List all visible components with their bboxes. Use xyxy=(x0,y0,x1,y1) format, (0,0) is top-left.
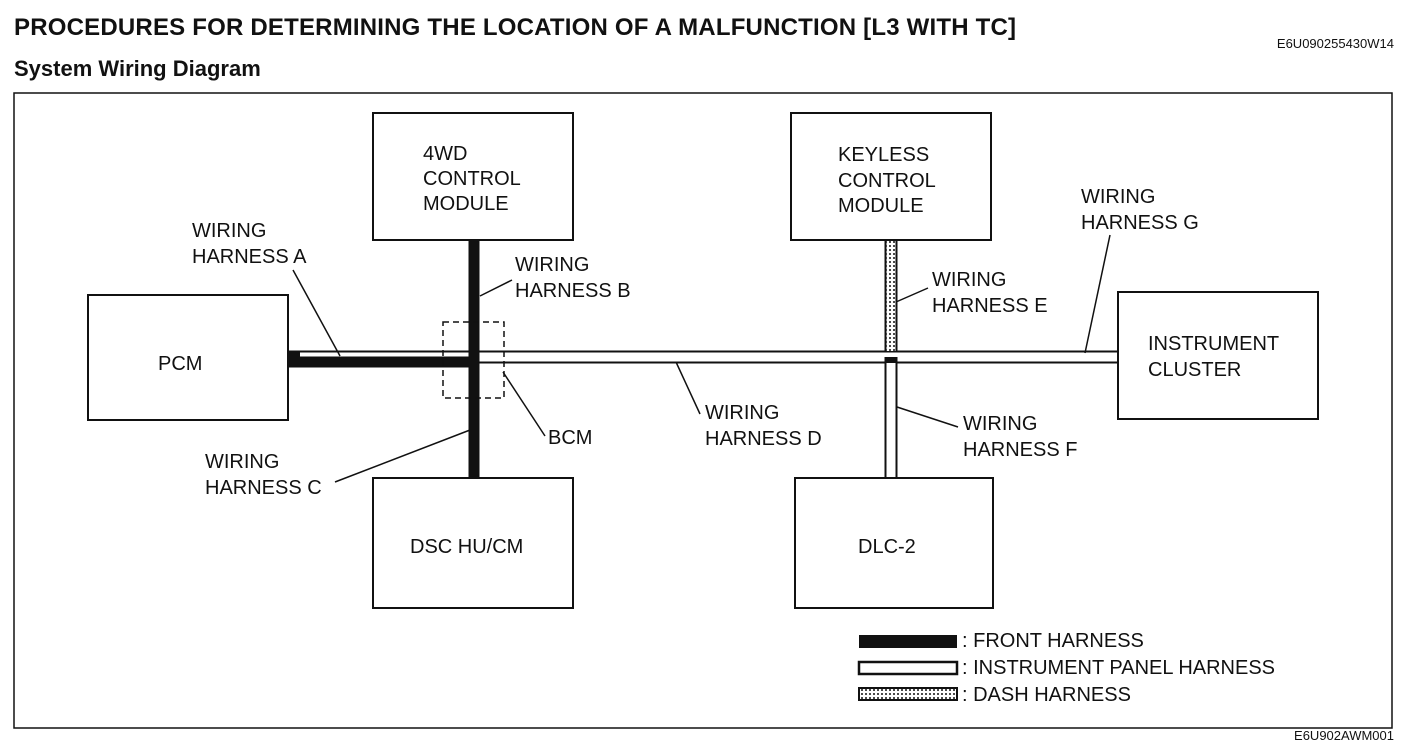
legend-instrument-panel-label: : INSTRUMENT PANEL HARNESS xyxy=(962,657,1275,679)
harness-b-label-line1: WIRING xyxy=(515,254,589,276)
4wd-label-line3: MODULE xyxy=(423,193,509,215)
leader-a xyxy=(292,269,341,357)
dsc-hu-cm-box xyxy=(372,477,574,609)
keyless-label-line2: CONTROL xyxy=(838,170,936,192)
legend-instrument-panel-swatch xyxy=(857,660,959,676)
harness-e-label-line2: HARNESS E xyxy=(932,295,1048,317)
legend-front-swatch xyxy=(859,635,957,648)
legend-dash-swatch xyxy=(858,687,958,701)
4wd-control-module-box xyxy=(372,112,574,241)
harness-d-label-line2: HARNESS D xyxy=(705,428,822,450)
leader-d xyxy=(675,361,701,415)
page-title: PROCEDURES FOR DETERMINING THE LOCATION … xyxy=(14,14,1017,41)
instrument-label-line1: INSTRUMENT xyxy=(1148,333,1279,355)
harness-a-label-line2: HARNESS A xyxy=(192,246,307,268)
instrument-cluster-box xyxy=(1117,291,1319,420)
harness-a-label-line1: WIRING xyxy=(192,220,266,242)
harness-c-label-line2: HARNESS C xyxy=(205,477,322,499)
leader-e xyxy=(895,287,929,303)
leader-b xyxy=(479,279,513,297)
keyless-label-line3: MODULE xyxy=(838,195,924,217)
harness-f-label-line1: WIRING xyxy=(963,413,1037,435)
leader-c xyxy=(334,429,471,483)
4wd-label-line1: 4WD xyxy=(423,143,467,165)
dlc-2-box xyxy=(794,477,994,609)
legend: : FRONT HARNESS : INSTRUMENT PANEL HARNE… xyxy=(857,630,1275,706)
harness-b-label-line2: HARNESS B xyxy=(515,280,631,302)
leader-bcm xyxy=(502,371,546,437)
document-ref-code: E6U090255430W14 xyxy=(1276,36,1394,51)
harness-e-label-line1: WIRING xyxy=(932,269,1006,291)
harness-g-label-line1: WIRING xyxy=(1081,186,1155,208)
bcm-label: BCM xyxy=(548,427,592,449)
dlc-label: DLC-2 xyxy=(858,536,916,558)
legend-front-label: : FRONT HARNESS xyxy=(962,630,1144,652)
bcm-box xyxy=(442,321,505,399)
legend-dash-label: : DASH HARNESS xyxy=(962,684,1131,706)
keyless-control-module-box xyxy=(790,112,992,241)
pcm-box xyxy=(87,294,289,421)
dsc-label: DSC HU/CM xyxy=(410,536,523,558)
instrument-label-line2: CLUSTER xyxy=(1148,359,1241,381)
harness-f-label-line2: HARNESS F xyxy=(963,439,1077,461)
harness-d-label-line1: WIRING xyxy=(705,402,779,424)
pcm-label: PCM xyxy=(158,353,202,375)
leader-f xyxy=(896,406,959,428)
keyless-label-line1: KEYLESS xyxy=(838,144,929,166)
leader-g xyxy=(1084,234,1111,354)
harness-c-label-line1: WIRING xyxy=(205,451,279,473)
harness-g-label-line2: HARNESS G xyxy=(1081,212,1199,234)
figure-code: E6U902AWM001 xyxy=(1294,728,1394,743)
diagram-frame xyxy=(13,92,1393,729)
4wd-label-line2: CONTROL xyxy=(423,168,521,190)
page-subtitle: System Wiring Diagram xyxy=(14,56,261,81)
